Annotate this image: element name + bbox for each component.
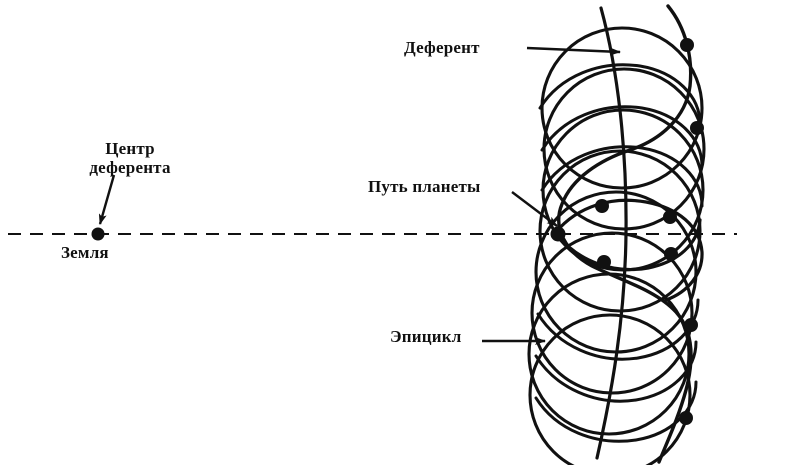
planet-marker [663,210,677,224]
earth-marker [91,227,105,241]
planet-path-leader-arrow [511,191,558,227]
center-of-deferent-leader-arrow [98,174,116,225]
planet-markers [550,38,704,425]
epicycle-circle [530,231,694,395]
planet-marker [684,318,698,332]
label-earth: Земля [61,243,109,262]
planet-marker [595,199,609,213]
planet-marker [690,121,704,135]
deferent-arc [595,6,628,460]
label-deferent: Деферент [404,38,480,57]
planet-marker [679,411,693,425]
planet-marker [664,247,678,261]
deferent-leader-arrow [526,46,621,56]
label-epicycle: Эпицикл [390,327,462,346]
planet-marker [550,226,566,242]
planet-marker [597,255,611,269]
epicycle-circle [528,313,692,465]
planet-marker [680,38,694,52]
epicycle-circle [527,272,691,436]
planet-path-loop-upper [554,198,704,302]
planet-path-loop-lower [556,218,702,272]
label-planet-path: Путь планеты [368,177,481,196]
label-center-of-deferent: Центр деферента [89,139,171,178]
epicycle-circle [540,26,704,190]
